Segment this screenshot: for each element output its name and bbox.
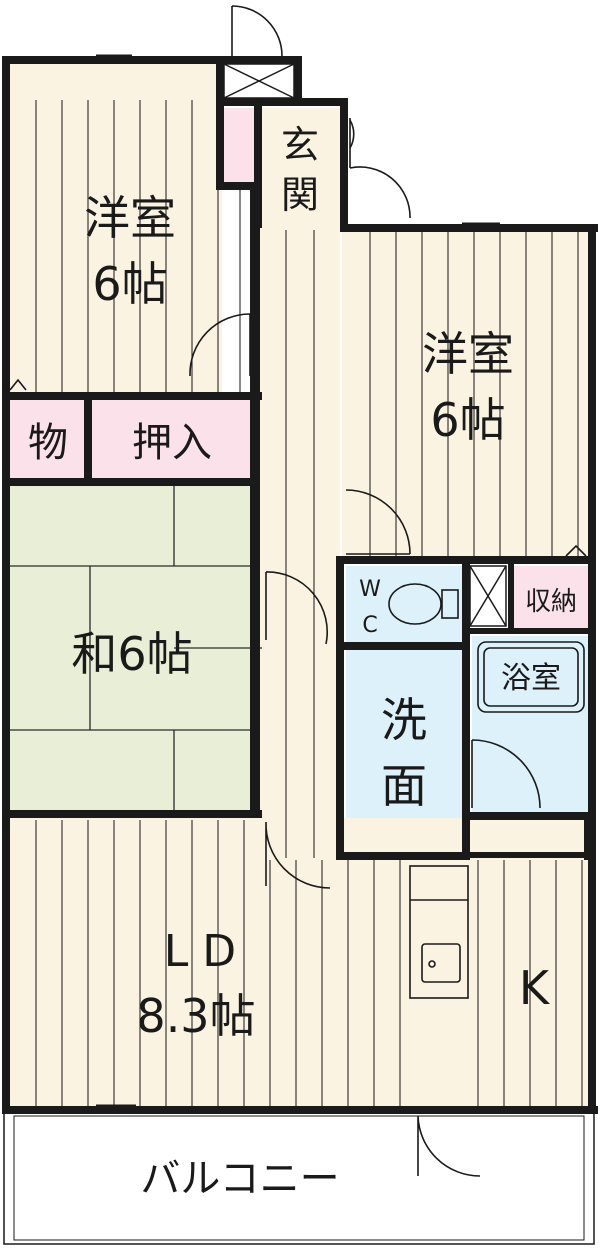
oshiire-label: 押入 xyxy=(132,420,212,466)
entrance-label-bottom: 関 xyxy=(281,173,319,217)
walls xyxy=(2,56,598,1114)
corridor-floor xyxy=(258,228,340,860)
toilet-icon xyxy=(388,583,459,625)
ld-size: 8.3帖 xyxy=(136,989,255,1043)
wc-c-label: C xyxy=(362,613,377,638)
western-room-b-floor xyxy=(342,230,590,560)
storage-small-floor xyxy=(10,400,88,478)
washroom-label-top: 洗 xyxy=(381,693,427,747)
japanese-room-label: 和6帖 xyxy=(71,627,192,681)
sink-icon xyxy=(409,865,469,999)
western-room-b-name: 洋室 xyxy=(422,327,514,381)
western-room-b-size: 6帖 xyxy=(430,393,505,447)
western-room-a-floor xyxy=(10,62,222,394)
tatami-lines xyxy=(10,484,262,812)
western-room-a-size: 6帖 xyxy=(92,257,167,311)
closet-label: 収納 xyxy=(525,587,577,617)
alcove-pink-floor xyxy=(222,108,256,186)
wc-w-label: W xyxy=(359,577,381,602)
pipe-shafts xyxy=(223,63,507,627)
ld-name: L D xyxy=(164,926,236,977)
entrance-label-top: 玄 xyxy=(281,123,319,167)
floor-fills xyxy=(3,62,595,1245)
balcony-floor xyxy=(3,1111,595,1245)
doors xyxy=(189,5,541,1177)
balcony-inner-rail xyxy=(13,1115,585,1241)
bathroom-floor xyxy=(472,636,590,814)
entrance-floor xyxy=(258,108,340,228)
ld-floor xyxy=(10,818,590,1108)
western-room-a-name: 洋室 xyxy=(84,191,176,245)
labels: 玄 関 洋室 6帖 洋室 6帖 物 押入 和6帖 W C 収納 浴室 洗 面 L… xyxy=(28,123,577,1202)
washroom-label-bottom: 面 xyxy=(381,759,427,813)
storage-small-label: 物 xyxy=(28,420,68,466)
bathtub-icon xyxy=(477,641,585,713)
oshiire-floor xyxy=(92,400,252,478)
closet-floor xyxy=(512,566,590,628)
bathroom-label: 浴室 xyxy=(501,661,561,696)
kitchen-label: K xyxy=(519,961,551,1015)
wc-floor xyxy=(346,566,464,644)
fixtures xyxy=(9,54,587,1108)
balcony-label: バルコニー xyxy=(140,1156,339,1202)
floor-stripes xyxy=(35,100,583,1106)
